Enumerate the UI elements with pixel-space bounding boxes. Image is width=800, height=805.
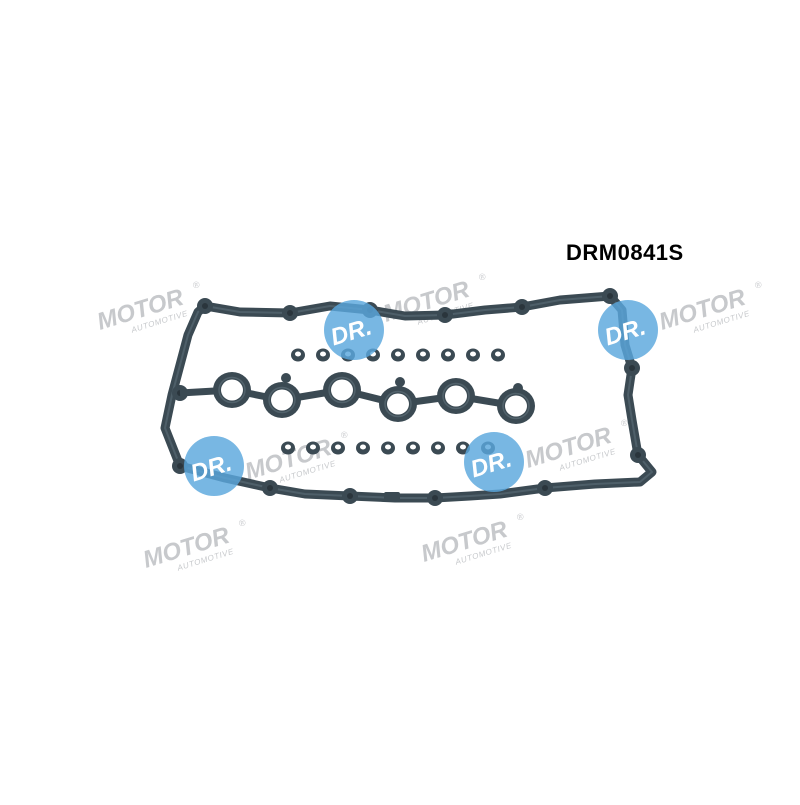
- watermark-registered-mark: ®: [620, 417, 630, 429]
- watermark-badge: DR.: [184, 436, 244, 496]
- watermark-wordmark: MOTOR®AUTOMOTIVE: [380, 271, 488, 328]
- watermark-registered-mark: ®: [238, 517, 248, 529]
- watermark-badge: DR.: [324, 300, 384, 360]
- seal-nub: [395, 377, 405, 387]
- watermark-wordmark: MOTOR®AUTOMOTIVE: [418, 511, 526, 568]
- watermark-badges: DR. DR. DR. DR.: [184, 300, 658, 496]
- watermark-registered-mark: ®: [340, 429, 350, 441]
- watermark-wordmark: MOTOR®AUTOMOTIVE: [656, 279, 764, 336]
- watermark-wordmark: MOTOR®AUTOMOTIVE: [522, 417, 630, 474]
- locating-tab: [384, 492, 400, 502]
- product-code: DRM0841S: [566, 240, 684, 265]
- watermark-registered-mark: ®: [192, 279, 202, 291]
- watermark-badge: DR.: [598, 300, 658, 360]
- watermark-registered-mark: ®: [754, 279, 764, 291]
- watermark-wordmark: MOTOR®AUTOMOTIVE: [140, 517, 248, 574]
- seal-nub: [513, 383, 523, 393]
- seal-nub: [281, 373, 291, 383]
- watermark-badge: DR.: [464, 432, 524, 492]
- watermark-registered-mark: ®: [516, 511, 526, 523]
- watermark-registered-mark: ®: [478, 271, 488, 283]
